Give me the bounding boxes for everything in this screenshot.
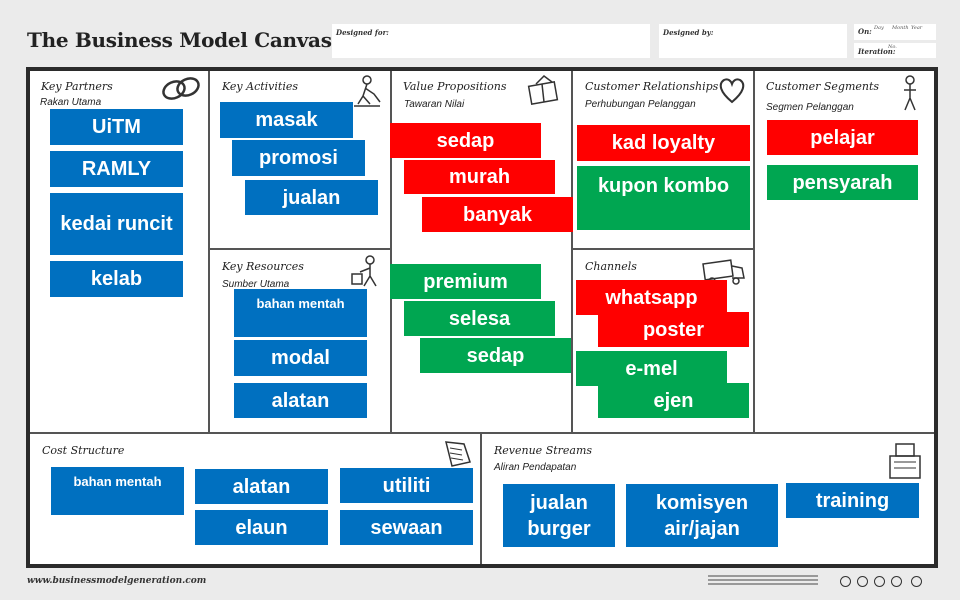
key-partners-title: Key Partners [41,80,113,93]
revenue-streams-subtitle: Aliran Pendapatan [494,462,577,473]
note-whatsapp[interactable]: whatsapp [576,280,727,315]
divider [209,248,391,250]
divider [30,432,934,434]
iteration-field[interactable]: Iteration: No. [854,43,936,58]
value-propositions-title: Value Propositions [403,80,507,93]
note-jualan-burger[interactable]: jualan burger [503,484,615,547]
note-masak[interactable]: masak [220,102,353,138]
footer-url[interactable]: www.businessmodelgeneration.com [27,576,207,586]
cc-license-icon [840,576,851,587]
divider [480,433,482,564]
divider [390,71,392,433]
price-tag-icon [445,441,471,467]
designed-for-label: Designed for: [336,28,389,37]
note-training[interactable]: training [786,483,919,518]
chain-link-icon [162,77,200,100]
note-pensyarah[interactable]: pensyarah [767,165,918,200]
note-alatan-cost[interactable]: alatan [195,469,328,504]
revenue-streams-title: Revenue Streams [494,444,593,457]
nc-license-icon [874,576,885,587]
note-jualan[interactable]: jualan [245,180,378,215]
customer-segments-title: Customer Segments [766,80,880,93]
note-premium[interactable]: premium [390,264,541,299]
customer-relationships-title: Customer Relationships [585,80,719,93]
channels-title: Channels [585,260,637,273]
note-elaun[interactable]: elaun [195,510,328,545]
note-selesa[interactable]: selesa [404,301,555,336]
year-label: Year [911,25,923,31]
key-resources-title: Key Resources [222,260,304,273]
key-resources-subtitle: Sumber Utama [222,279,290,290]
note-banyak[interactable]: banyak [422,197,573,232]
sa-license-icon [891,576,902,587]
heart-icon [719,78,745,104]
note-sedap-2[interactable]: sedap [420,338,571,373]
note-sewaan[interactable]: sewaan [340,510,473,545]
note-poster[interactable]: poster [598,312,749,347]
note-kupon-kombo[interactable]: kupon kombo [577,166,750,230]
on-date-field[interactable]: On: Day Month Year [854,24,936,40]
customer-segments-subtitle: Segmen Pelanggan [766,102,854,113]
note-komisyen[interactable]: komisyen air/jajan [626,484,778,547]
designed-for-field[interactable]: Designed for: [332,24,650,58]
note-utiliti[interactable]: utiliti [340,468,473,503]
note-kedai-runcit[interactable]: kedai runcit [50,193,183,255]
note-kelab[interactable]: kelab [50,261,183,297]
note-bahan-mentah[interactable]: bahan mentah [234,289,367,337]
key-partners-subtitle: Rakan Utama [40,97,102,108]
person-icon [904,75,916,111]
note-modal[interactable]: modal [234,340,367,376]
note-kad-loyalty[interactable]: kad loyalty [577,125,750,161]
note-bahan-mentah-cost[interactable]: bahan mentah [51,467,184,515]
on-label: On: [858,27,872,36]
iteration-label: Iteration: [858,47,896,56]
iteration-no-label: No. [888,44,897,50]
gift-box-icon [527,75,559,105]
worker-icon [354,75,381,107]
customer-relationships-subtitle: Perhubungan Pelanggan [585,99,696,110]
license-fineprint [708,575,818,589]
day-label: Day [874,25,884,31]
cost-structure-title: Cost Structure [42,444,125,457]
cash-register-icon [889,443,921,479]
designed-by-label: Designed by: [663,28,714,37]
designed-by-field[interactable]: Designed by: [659,24,847,58]
note-e-mel[interactable]: e-mel [576,351,727,386]
info-icon [911,576,922,587]
note-promosi[interactable]: promosi [232,140,365,176]
note-uitm[interactable]: UiTM [50,109,183,145]
divider [572,248,754,250]
note-alatan[interactable]: alatan [234,383,367,418]
month-label: Month [892,25,909,31]
note-pelajar[interactable]: pelajar [767,120,918,155]
divider [571,71,573,433]
value-propositions-subtitle: Tawaran Nilai [404,99,465,110]
note-murah[interactable]: murah [404,160,555,194]
person-resource-icon [351,255,377,287]
page-title: The Business Model Canvas [27,28,332,52]
key-activities-title: Key Activities [222,80,299,93]
by-license-icon [857,576,868,587]
divider [753,71,755,433]
note-ramly[interactable]: RAMLY [50,151,183,187]
note-sedap[interactable]: sedap [390,123,541,158]
divider [208,71,210,433]
note-ejen[interactable]: ejen [598,383,749,418]
